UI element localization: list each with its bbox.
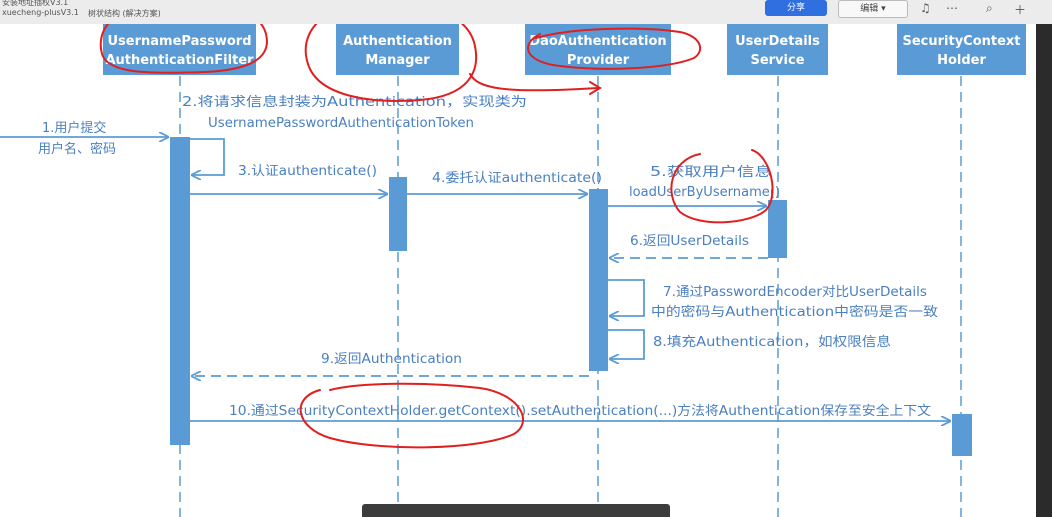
search-icon[interactable]: ⌕ xyxy=(986,1,993,15)
step-1-label-line1: 1.用户提交 xyxy=(42,120,106,136)
right-rail xyxy=(1036,24,1052,517)
step-7-label-line2: 中的密码与Authentication中密码是否一致 xyxy=(651,304,938,320)
bell-icon[interactable]: ♫ xyxy=(920,1,931,15)
participant-userdetails-line1: UserDetails xyxy=(735,34,820,49)
more-icon[interactable]: ⋯ xyxy=(946,1,958,15)
doc-title: 安装地址插权V3.1 xyxy=(2,0,69,7)
participant-filter-line2: AuthenticationFilter xyxy=(105,53,254,68)
doc-subtitle: xuecheng-plusV3.1 xyxy=(2,8,79,17)
annotation-circle-loaduser xyxy=(670,149,774,224)
diagram-canvas: UsernamePassword AuthenticationFilter Au… xyxy=(0,24,1036,517)
participant-holder-line1: SecurityContext xyxy=(902,34,1020,49)
step-2-label-line1: 2.将请求信息封装为Authentication，实现类为 xyxy=(182,94,527,110)
activation-userdetails xyxy=(768,200,787,258)
step-4-label: 4.委托认证authenticate() xyxy=(432,171,602,186)
participant-manager-line1: Authentication xyxy=(343,34,452,49)
floating-bottom-toolbar[interactable] xyxy=(362,504,670,517)
annotation-circle-provider xyxy=(527,27,702,70)
annotation-arrow-manager-provider xyxy=(469,73,602,95)
participant-filter-box xyxy=(103,24,256,75)
step-3-label: 3.认证authenticate() xyxy=(238,164,377,179)
participant-provider-line2: Provider xyxy=(567,53,630,68)
participant-holder-box xyxy=(897,24,1026,75)
step-7-label-line1: 7.通过PasswordEncoder对比UserDetails xyxy=(663,285,927,300)
annotation-circle-manager xyxy=(304,24,478,102)
share-button[interactable]: 分享 xyxy=(765,0,827,16)
step-9-label: 9.返回Authentication xyxy=(321,352,462,367)
step-1-label-line2: 用户名、密码 xyxy=(38,141,116,157)
step-6-label: 6.返回UserDetails xyxy=(630,234,749,249)
activation-provider xyxy=(589,189,608,371)
participant-userdetails-line2: Service xyxy=(750,53,804,68)
participant-provider-line1: DaoAuthentication xyxy=(529,34,666,49)
edit-label: 编辑 xyxy=(860,4,879,14)
message-7-self-loop xyxy=(608,279,645,316)
annotation-circle-getcontext xyxy=(299,382,525,449)
activation-manager xyxy=(389,177,407,251)
sequence-diagram: UsernamePassword AuthenticationFilter Au… xyxy=(0,24,1026,517)
participant-userdetails-box xyxy=(727,24,828,75)
step-2-label-line2: UsernamePasswordAuthenticationToken xyxy=(208,116,474,131)
annotation-circle-filter xyxy=(99,24,268,74)
message-8-self-loop xyxy=(608,329,645,359)
message-2-self-loop xyxy=(190,138,225,175)
participant-filter-line1: UsernamePassword xyxy=(108,34,252,49)
step-8-label: 8.填充Authentication，如权限信息 xyxy=(653,334,891,350)
participant-manager-line2: Manager xyxy=(365,53,430,68)
doc-breadcrumb[interactable]: 树状结构 (解决方案) xyxy=(88,9,161,18)
participant-holder-line2: Holder xyxy=(937,53,986,68)
step-5-label-line2: loadUserByUsername() xyxy=(629,185,780,200)
step-10-label: 10.通过SecurityContextHolder.getContext().… xyxy=(229,403,931,419)
activation-holder xyxy=(952,414,972,456)
app-toolbar: 安装地址插权V3.1 xuecheng-plusV3.1 树状结构 (解决方案)… xyxy=(0,0,1052,25)
participant-manager-box xyxy=(336,24,459,75)
edit-button[interactable]: 编辑 ▾ xyxy=(838,0,908,18)
activation-filter xyxy=(170,137,190,445)
share-label: 分享 xyxy=(786,3,805,13)
step-5-label-line1: 5.获取用户信息 xyxy=(650,164,772,180)
plus-icon[interactable]: ＋ xyxy=(1014,3,1027,17)
